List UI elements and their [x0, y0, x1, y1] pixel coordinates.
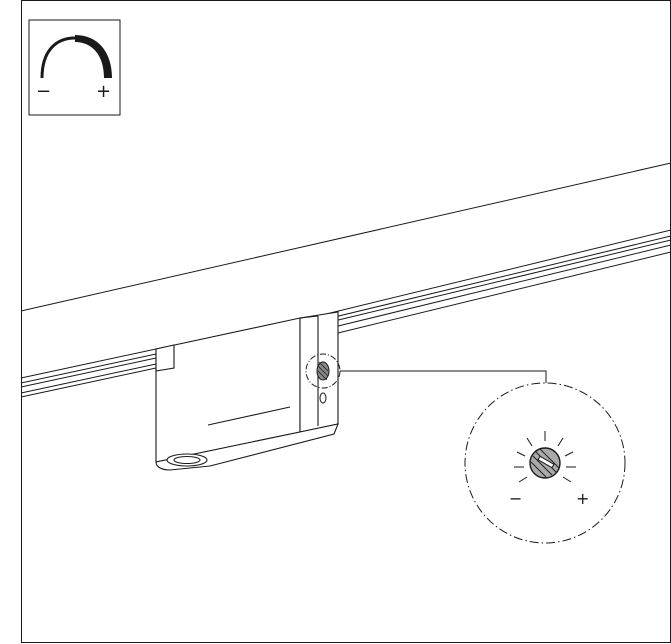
track-rail-left — [20, 348, 157, 398]
icon-minus-label: − — [36, 81, 51, 102]
light-fixture — [155, 311, 339, 471]
arc-thick-icon — [75, 35, 112, 78]
ray-lines — [514, 431, 576, 483]
track-rail-right — [317, 229, 671, 334]
adjustment-icon-box: − + — [28, 19, 121, 116]
detail-callout: − + — [464, 382, 626, 544]
callout-minus-label: − — [509, 489, 522, 508]
callout-plus-label: + — [576, 489, 589, 508]
callout-leader — [340, 370, 547, 384]
ceiling-edge — [20, 162, 671, 312]
icon-plus-label: + — [96, 81, 111, 102]
